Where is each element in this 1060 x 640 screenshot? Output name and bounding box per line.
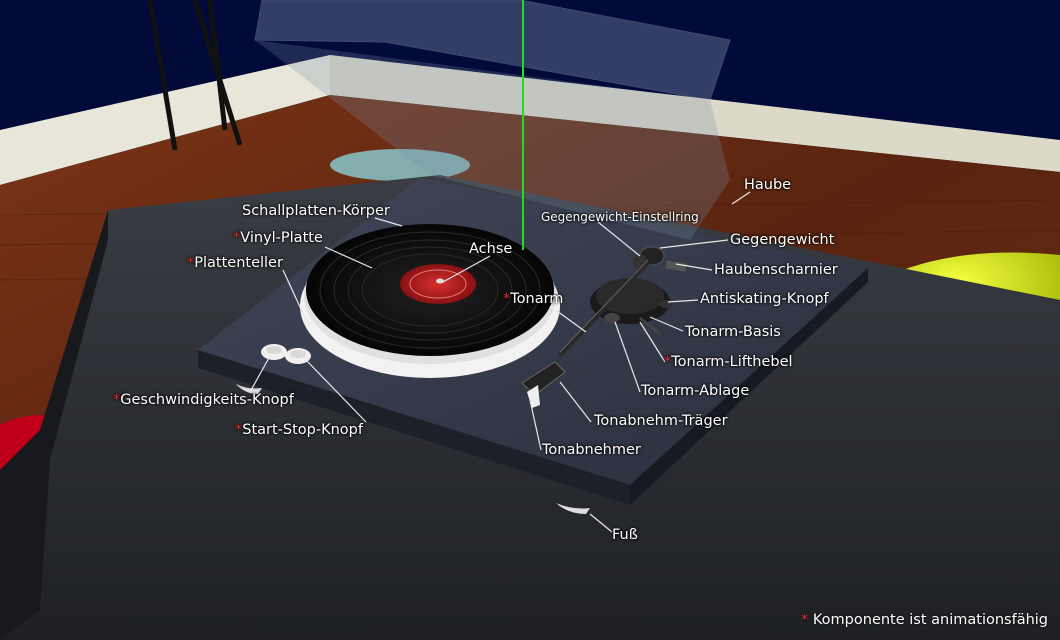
table-front (0, 210, 108, 640)
lift-lever (639, 316, 661, 336)
foot-right (556, 503, 590, 514)
label-text: Geschwindigkeits-Knopf (120, 392, 294, 408)
record-grooves (319, 231, 541, 349)
label-plattenteller: *Plattenteller (187, 254, 283, 272)
record-label-ring (409, 269, 467, 299)
label-geschwindigkeits-knopf: *Geschwindigkeits-Knopf (113, 391, 294, 409)
label-antiskating-knopf: Antiskating-Knopf (700, 291, 829, 307)
label-text: Tonarm (510, 291, 564, 307)
label-haubenscharnier: Haubenscharnier (714, 262, 838, 278)
foot-left (236, 384, 262, 394)
label-text: Tonarm-Lifthebel (671, 354, 793, 370)
arm-rest (604, 313, 620, 323)
label-tonarm-ablage: Tonarm-Ablage (641, 383, 750, 399)
hinge (665, 260, 687, 272)
speed-button-inner (266, 346, 282, 354)
label-achse: Achse (469, 241, 513, 257)
dust-cover-lower (255, 40, 730, 240)
stand-legs (147, 0, 243, 151)
plinth-front (198, 350, 630, 505)
label-tonarm-basis: Tonarm-Basis (685, 324, 781, 340)
animatable-marker: * (233, 230, 241, 246)
animatable-marker: * (801, 612, 809, 628)
animatable-marker: * (187, 255, 195, 271)
footnote-text: Komponente ist animationsfähig (812, 612, 1048, 628)
label-vinyl-platte: *Vinyl-Platte (233, 229, 323, 247)
animatable-marker: * (235, 422, 243, 438)
animatable-marker: * (664, 354, 672, 370)
label-text: Start-Stop-Knopf (242, 422, 363, 438)
label-start-stop-knopf: *Start-Stop-Knopf (235, 421, 363, 439)
tonearm-base-top (596, 278, 664, 314)
tonearm-highlight (559, 259, 649, 353)
label-text: Plattenteller (194, 255, 283, 271)
label-schallplatten-koerper: Schallplatten-Körper (242, 203, 390, 219)
label-tonarm: *Tonarm (503, 290, 563, 308)
antiskating-knob (659, 300, 673, 308)
label-tonarm-lifthebel: *Tonarm-Lifthebel (664, 353, 793, 371)
cyan-object (330, 149, 470, 181)
wall-left (0, 55, 330, 185)
animatable-marker: * (503, 291, 511, 307)
label-fuss: Fuß (612, 527, 638, 543)
leader-lines (249, 191, 751, 533)
plinth-side (630, 268, 868, 505)
label-tonabnehm-traeger: Tonabnehm-Träger (594, 413, 728, 429)
label-gegengewicht: Gegengewicht (730, 232, 835, 248)
tonearm (558, 260, 650, 357)
spindle (436, 278, 444, 284)
footnote: * Komponente ist animationsfähig (801, 612, 1048, 628)
label-tonabnehmer: Tonabnehmer (542, 442, 641, 458)
label-text: Vinyl-Platte (240, 230, 323, 246)
label-gegengewicht-einstellring: Gegengewicht-Einstellring (541, 210, 699, 224)
start-stop-button-inner (290, 350, 306, 358)
dust-cover (254, 0, 731, 101)
wall-right (330, 55, 1060, 172)
label-haube: Haube (744, 177, 792, 193)
animatable-marker: * (113, 392, 121, 408)
